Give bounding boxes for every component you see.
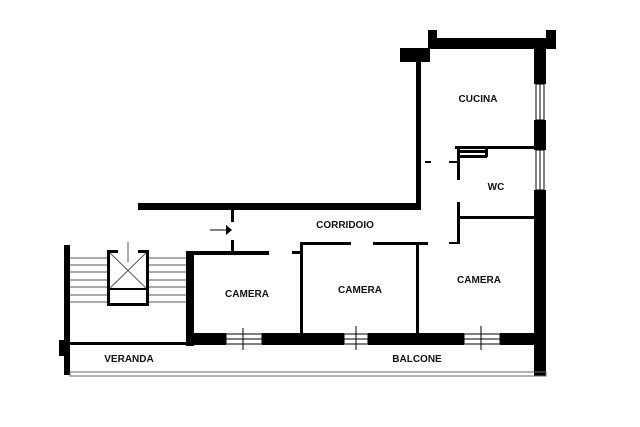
- walls: [59, 30, 556, 376]
- room-label-camera-2: CAMERA: [338, 285, 382, 296]
- room-label-veranda: VERANDA: [104, 354, 153, 365]
- stairs-icon: [70, 257, 186, 303]
- room-label-camera-1: CAMERA: [225, 289, 269, 300]
- details: [69, 83, 547, 377]
- room-label-balcone: BALCONE: [392, 354, 442, 365]
- room-label-cucina: CUCINA: [459, 94, 498, 105]
- room-label-wc: WC: [488, 182, 505, 193]
- arrow-right-icon: [226, 225, 232, 235]
- room-label-corridoio: CORRIDOIO: [316, 220, 374, 231]
- room-label-camera-3: CAMERA: [457, 275, 501, 286]
- elevator-icon: [109, 242, 147, 289]
